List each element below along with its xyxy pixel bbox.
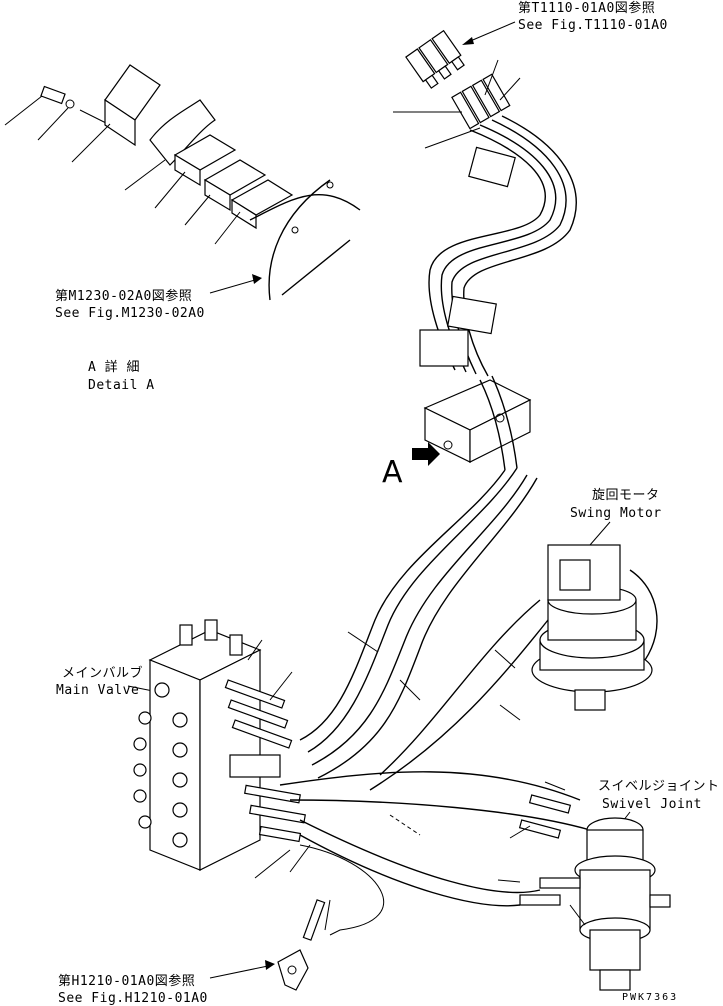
detail-a-caption: A 詳 細 Detail A: [88, 359, 155, 393]
drawing-code: PWK7363: [622, 992, 678, 1003]
main-valve-label: メインバルブ Main Valve: [56, 665, 159, 698]
ref-top-right-leader: [467, 21, 516, 43]
ref-top-left: 第M1230-02A0図参照 See Fig.M1230-02A0: [55, 274, 262, 321]
ref-top-right-en: See Fig.T1110-01A0: [518, 18, 668, 33]
view-marker-letter: A: [382, 455, 403, 490]
top-hose-fittings: [393, 29, 521, 149]
ref-bottom-left: 第H1210-01A0図参照 See Fig.H1210-01A0: [58, 960, 275, 1006]
swivel-joint-label: スイベルジョイント Swivel Joint: [598, 779, 720, 831]
ref-top-right-jp: 第T1110-01A0図参照: [518, 0, 655, 16]
main-valve: [133, 619, 311, 879]
ref-bottom-left-arrowhead: [265, 960, 275, 970]
swing-motor-hoses: [369, 599, 549, 791]
main-valve-jp: メインバルブ: [62, 665, 143, 681]
swivel-joint-jp: スイベルジョイント: [598, 779, 720, 794]
ref-top-right-arrowhead: [462, 37, 474, 45]
detail-a-en: Detail A: [88, 378, 155, 393]
swing-motor-label: 旋回モータ Swing Motor: [570, 488, 662, 546]
ref-bottom-left-jp: 第H1210-01A0図参照: [58, 973, 195, 989]
detail-a-parts: [4, 64, 361, 301]
ref-top-right: 第T1110-01A0図参照 See Fig.T1110-01A0: [462, 0, 668, 45]
ref-bottom-left-leader: [209, 965, 269, 979]
view-marker-a: A: [382, 442, 440, 490]
swing-motor-jp: 旋回モータ: [592, 488, 660, 503]
ref-top-left-leader: [209, 279, 256, 294]
swing-motor: [531, 544, 658, 711]
view-arrow-icon: [412, 442, 440, 466]
swivel-joint-en: Swivel Joint: [602, 797, 702, 812]
bottom-bracket: [277, 899, 326, 991]
swivel-joint: [497, 781, 671, 991]
swing-motor-en: Swing Motor: [570, 506, 662, 521]
ref-top-left-jp: 第M1230-02A0図参照: [55, 288, 192, 304]
detail-a-jp: A 詳 細: [88, 359, 140, 375]
clamp-detail-a: [423, 375, 532, 471]
hose-bundle-upper: [419, 115, 577, 377]
ref-top-left-en: See Fig.M1230-02A0: [55, 306, 205, 321]
valve-swivel-hoses: [279, 771, 591, 936]
hose-bundle-lower: [299, 467, 538, 779]
main-valve-en: Main Valve: [56, 683, 139, 698]
ref-bottom-left-en: See Fig.H1210-01A0: [58, 991, 208, 1006]
ref-top-left-arrowhead: [252, 274, 262, 284]
